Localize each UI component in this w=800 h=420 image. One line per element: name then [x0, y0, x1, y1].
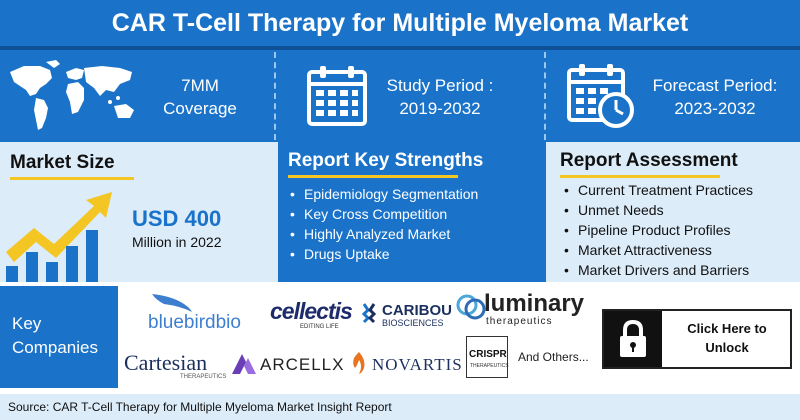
coverage-value: 7MM [181, 76, 219, 95]
list-item: Highly Analyzed Market [288, 224, 478, 244]
study-period-label: Study Period : [386, 76, 494, 95]
arcellx-logo: ARCELLX [260, 355, 345, 374]
forecast-period-label: Forecast Period: [652, 76, 778, 95]
crispr-logo: CRISPR [469, 349, 507, 360]
key-companies-label-panel [0, 286, 118, 388]
arcellx-logo-icon [232, 354, 256, 374]
list-item: Unmet Needs [562, 200, 753, 220]
study-period-value: 2019-2032 [399, 99, 481, 118]
world-map-icon [10, 60, 134, 130]
crispr-tagline: THERAPEUTICS [470, 363, 509, 369]
unlock-label: Click Here to Unlock [666, 319, 788, 357]
list-item: Current Treatment Practices [562, 180, 753, 200]
heading-underline [10, 177, 134, 180]
caribou-logo: CARIBOU [382, 302, 452, 319]
novartis-flame-icon [353, 352, 365, 374]
summary-strip [0, 50, 800, 142]
forecast-period-value: 2023-2032 [674, 99, 756, 118]
luminary-logo-icon [456, 294, 486, 320]
unlock-label-line: Click Here to [687, 321, 767, 336]
list-item: Drugs Uptake [288, 244, 478, 264]
strip-divider [274, 52, 276, 140]
forecast-period-text: Forecast Period: 2023-2032 [640, 74, 790, 120]
heading-underline [560, 175, 720, 178]
market-size-value: USD 400 [132, 206, 222, 231]
study-period-text: Study Period : 2019-2032 [380, 74, 500, 120]
key-companies-label-line: Companies [12, 338, 98, 357]
list-item: Epidemiology Segmentation [288, 184, 478, 204]
caribou-logo-icon [361, 303, 377, 324]
others-text: And Others... [518, 350, 589, 364]
luminary-logo: luminary [484, 290, 585, 317]
list-item: Market Attractiveness [562, 240, 753, 260]
list-item: Pipeline Product Profiles [562, 220, 753, 240]
growth-chart-icon [6, 192, 112, 282]
cellectis-tagline: EDITING LIFE [300, 324, 339, 330]
caribou-logo-sub: BIOSCIENCES [382, 318, 444, 328]
heading-underline [288, 175, 458, 178]
luminary-tagline: therapeutics [486, 316, 553, 327]
bluebird-logo: bluebirdbio [148, 312, 241, 333]
key-strengths-heading: Report Key Strengths [288, 150, 484, 171]
assessment-heading: Report Assessment [560, 150, 738, 171]
strip-divider [544, 52, 546, 140]
source-footer: Source: CAR T-Cell Therapy for Multiple … [0, 394, 800, 420]
market-size-caption: Million in 2022 [132, 234, 222, 250]
padlock-icon [620, 319, 646, 357]
bluebird-bird-icon [152, 294, 192, 312]
market-size-panel [0, 142, 278, 282]
assessment-list: Current Treatment Practices Unmet Needs … [562, 180, 753, 280]
market-size-heading: Market Size [10, 152, 115, 173]
page-title: CAR T-Cell Therapy for Multiple Myeloma … [0, 0, 800, 46]
key-strengths-list: Epidemiology Segmentation Key Cross Comp… [288, 184, 478, 264]
calendar-clock-icon [567, 64, 634, 128]
cellectis-logo: cellectis [270, 298, 353, 324]
key-companies-label-line: Key [12, 314, 42, 333]
unlock-label-line: Unlock [705, 340, 749, 355]
crispr-logo-box [466, 336, 508, 378]
list-item: Key Cross Competition [288, 204, 478, 224]
coverage-text: 7MM Coverage [150, 74, 250, 120]
title-divider [0, 46, 800, 50]
novartis-logo: NOVARTIS [372, 355, 463, 374]
cartesian-logo: Cartesian [124, 350, 208, 375]
list-item: Market Drivers and Barriers [562, 260, 753, 280]
cartesian-tagline: THERAPEUTICS [180, 374, 227, 380]
coverage-label: Coverage [163, 99, 237, 118]
key-companies-label: Key Companies [12, 312, 98, 360]
unlock-button[interactable]: Click Here to Unlock [602, 309, 792, 369]
calendar-icon [307, 66, 367, 126]
